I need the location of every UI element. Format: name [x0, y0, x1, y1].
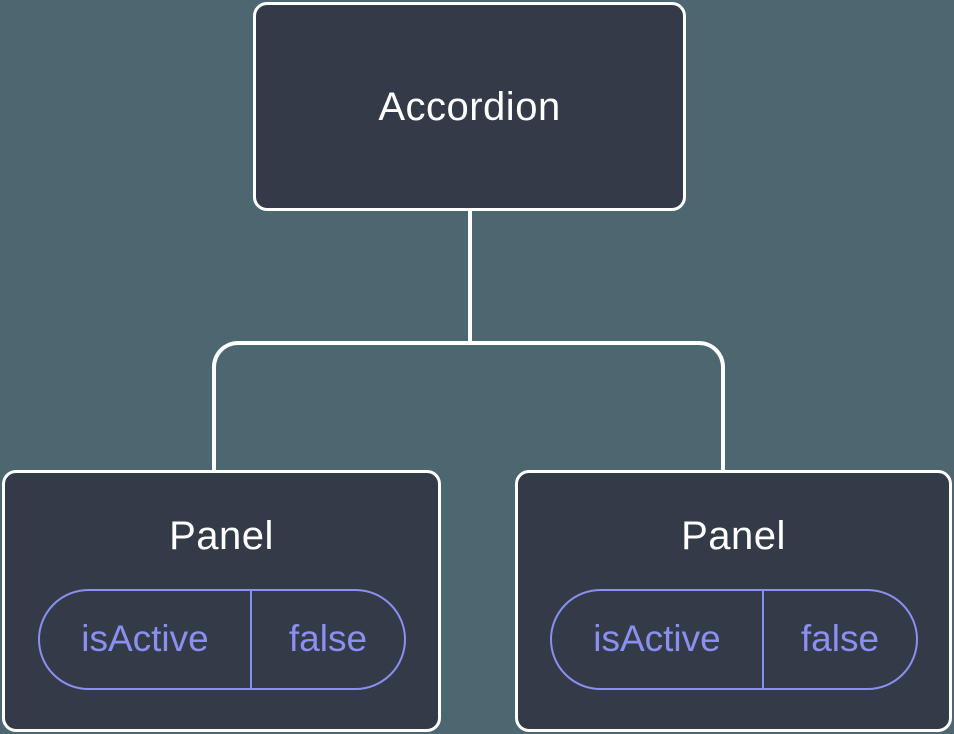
panel-node-label: Panel — [169, 513, 274, 558]
state-pill: isActive false — [549, 588, 918, 690]
tree-node-accordion: Accordion — [253, 2, 686, 211]
panel-node-label: Panel — [681, 513, 786, 558]
state-value: false — [800, 618, 880, 659]
state-key: isActive — [40, 590, 253, 688]
state-value: false — [288, 618, 368, 659]
connector-stem — [468, 211, 472, 344]
state-pill: isActive false — [37, 588, 406, 690]
state-key: isActive — [552, 590, 765, 688]
accordion-node-label: Accordion — [378, 84, 561, 129]
connector-branch — [212, 341, 725, 470]
tree-node-panel-right: Panel isActive false — [515, 470, 952, 732]
tree-node-panel-left: Panel isActive false — [2, 470, 441, 732]
